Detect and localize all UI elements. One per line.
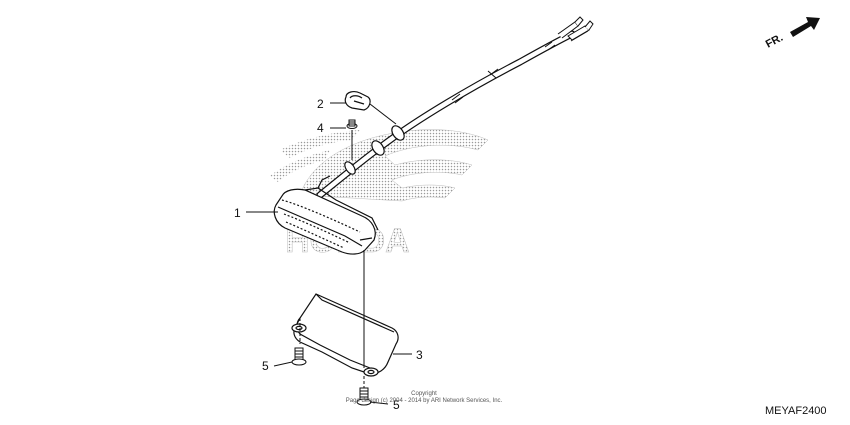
honda-wing-watermark bbox=[270, 129, 489, 202]
clamp-part bbox=[344, 91, 397, 125]
wire-harness bbox=[316, 16, 594, 199]
copyright-line1: Copyright bbox=[411, 391, 437, 397]
front-arrow-icon bbox=[790, 17, 820, 37]
callout-5b: 5 bbox=[393, 398, 400, 412]
callout-3: 3 bbox=[416, 348, 423, 362]
tail-light-part bbox=[273, 175, 379, 255]
screw-part-5a bbox=[291, 347, 307, 366]
callout-4: 4 bbox=[317, 121, 324, 135]
bracket-part bbox=[291, 293, 399, 377]
leader-lines bbox=[246, 102, 412, 405]
callout-2: 2 bbox=[317, 97, 324, 111]
callout-5a: 5 bbox=[262, 359, 269, 373]
diagram-code: MEYAF2400 bbox=[765, 405, 827, 417]
copyright-line2: Page design (c) 2004 - 2014 by ARI Netwo… bbox=[346, 398, 503, 404]
front-direction-label: FR. bbox=[764, 32, 785, 51]
screw-part-4 bbox=[346, 119, 358, 129]
callout-1: 1 bbox=[234, 206, 241, 220]
